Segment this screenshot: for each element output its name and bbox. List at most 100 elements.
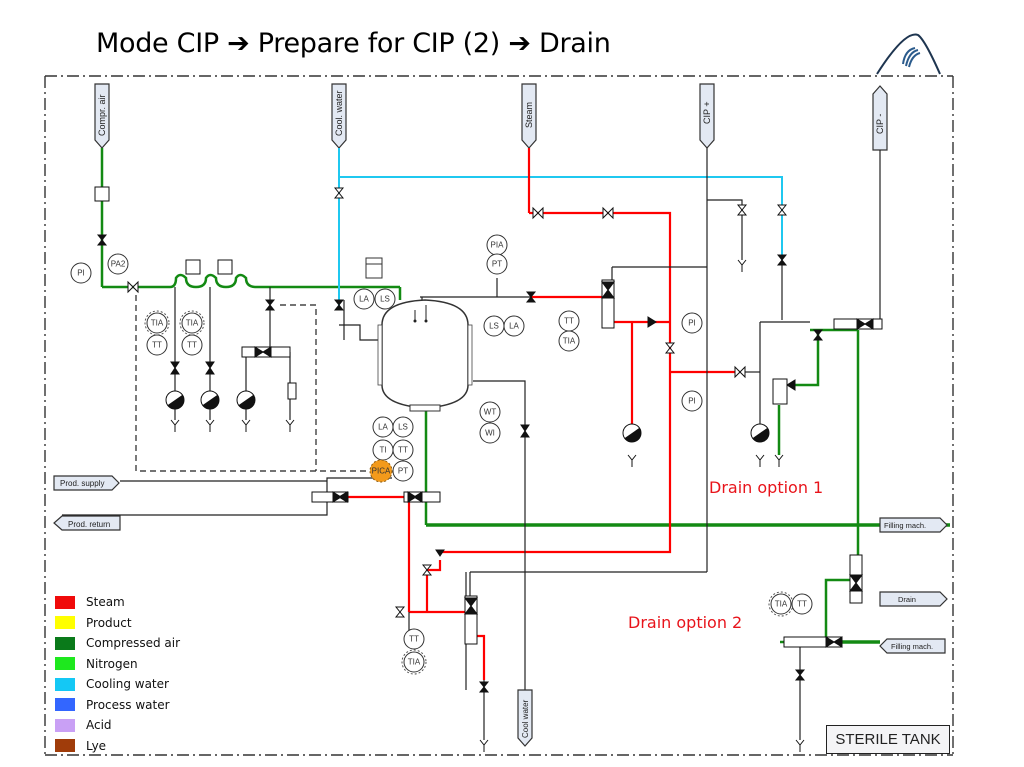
instrument-tia[interactable]: TIA bbox=[179, 310, 205, 336]
connector-cip-minus[interactable]: CIP - bbox=[872, 85, 888, 151]
connector-prod-return[interactable]: Prod. return bbox=[53, 515, 121, 531]
instrument-pt[interactable]: PT bbox=[486, 253, 508, 275]
check-valve-icon[interactable] bbox=[786, 379, 796, 391]
legend-label: Steam bbox=[86, 595, 125, 610]
instrument-pi[interactable]: PI bbox=[681, 312, 703, 334]
legend-item-product: Product bbox=[55, 613, 180, 634]
valve-icon[interactable] bbox=[127, 280, 139, 294]
instrument-tia[interactable]: TIA bbox=[401, 649, 427, 675]
instrument-pia[interactable]: PIA bbox=[486, 234, 508, 256]
legend-swatch bbox=[55, 739, 75, 753]
connector-label: Cool water bbox=[521, 699, 530, 738]
instrument-ls[interactable]: LS bbox=[374, 288, 396, 310]
instrument-pi[interactable]: PI bbox=[70, 262, 92, 284]
legend-swatch bbox=[55, 616, 75, 630]
instrument-tt[interactable]: TT bbox=[403, 628, 425, 650]
valve-icon[interactable] bbox=[264, 299, 276, 311]
instrument-wt[interactable]: WT bbox=[479, 401, 501, 423]
legend-item-nitrogen: Nitrogen bbox=[55, 654, 180, 675]
instrument-tia[interactable]: TIA bbox=[144, 310, 170, 336]
connector-prod-supply[interactable]: Prod. supply bbox=[53, 475, 120, 491]
connector-filling-mach-2[interactable]: Filling mach. bbox=[879, 638, 946, 654]
pump-icon bbox=[622, 423, 642, 443]
instrument-ls[interactable]: LS bbox=[392, 416, 414, 438]
instrument-pt[interactable]: PT bbox=[392, 460, 414, 482]
instrument-tt[interactable]: TT bbox=[392, 439, 414, 461]
svg-text:PI: PI bbox=[77, 269, 85, 278]
valve-icon[interactable] bbox=[532, 206, 544, 220]
legend-swatch bbox=[55, 677, 75, 691]
cooling-water-lines bbox=[338, 148, 783, 310]
valve-icon[interactable] bbox=[96, 234, 108, 246]
legend-item-steam: Steam bbox=[55, 592, 180, 613]
valve-icon[interactable] bbox=[525, 291, 537, 303]
valve-icon[interactable] bbox=[602, 206, 614, 220]
valve-icon[interactable] bbox=[435, 549, 445, 557]
svg-text:TT: TT bbox=[564, 317, 574, 326]
instrument-tia[interactable]: TIA bbox=[768, 591, 794, 617]
valve-icon[interactable] bbox=[794, 669, 806, 681]
connector-drain[interactable]: Drain bbox=[879, 591, 948, 607]
valve-icon[interactable] bbox=[664, 342, 676, 354]
valve-icon[interactable] bbox=[394, 606, 406, 618]
valve-icon[interactable] bbox=[333, 299, 345, 311]
connector-filling-mach-1[interactable]: Filling mach. bbox=[879, 517, 948, 533]
valve-icon[interactable] bbox=[333, 187, 345, 199]
check-valve-icon[interactable] bbox=[647, 316, 657, 328]
instrument-pica-active[interactable]: PICA bbox=[369, 459, 393, 483]
connector-compr-air[interactable]: Compr. air bbox=[94, 83, 110, 149]
legend-item-cooling-water: Cooling water bbox=[55, 674, 180, 695]
valve-icon[interactable] bbox=[478, 681, 490, 693]
regulator-icon bbox=[185, 259, 201, 275]
connector-label: Prod. return bbox=[68, 520, 110, 529]
instrument-pi[interactable]: PI bbox=[681, 390, 703, 412]
instrument-tt[interactable]: TT bbox=[791, 593, 813, 615]
instrument-tt[interactable]: TT bbox=[181, 334, 203, 356]
valve-icon[interactable] bbox=[421, 564, 433, 576]
slide-title: Mode CIP ➔ Prepare for CIP (2) ➔ Drain bbox=[96, 28, 611, 59]
pump-icon bbox=[236, 390, 256, 410]
diagram-name-plate: STERILE TANK bbox=[826, 725, 950, 754]
valve-icon[interactable] bbox=[170, 361, 180, 375]
instrument-tt[interactable]: TT bbox=[558, 310, 580, 332]
connector-cool-water[interactable]: Cool. water bbox=[331, 83, 347, 149]
valve-icon[interactable] bbox=[205, 361, 215, 375]
valve-icon[interactable] bbox=[736, 204, 748, 216]
title-step: Prepare for CIP (2) bbox=[257, 28, 501, 59]
instrument-la[interactable]: LA bbox=[503, 315, 525, 337]
connector-label: Prod. supply bbox=[60, 479, 104, 488]
instrument-pa2[interactable]: PA2 bbox=[107, 253, 129, 275]
instrument-wi[interactable]: WI bbox=[479, 422, 501, 444]
svg-text:TIA: TIA bbox=[563, 337, 576, 346]
pump-icon bbox=[750, 423, 770, 443]
svg-text:LS: LS bbox=[398, 423, 408, 432]
legend-swatch bbox=[55, 636, 75, 650]
legend-label: Cooling water bbox=[86, 677, 169, 692]
legend-swatch bbox=[55, 595, 75, 609]
company-logo bbox=[876, 33, 941, 75]
valve-icon[interactable] bbox=[520, 424, 530, 438]
instrument-la[interactable]: LA bbox=[353, 288, 375, 310]
instrument-tia[interactable]: TIA bbox=[558, 330, 580, 352]
drain-funnels bbox=[170, 259, 805, 752]
svg-text:TIA: TIA bbox=[408, 658, 421, 667]
valve-icon[interactable] bbox=[776, 204, 788, 216]
valve-icon[interactable] bbox=[812, 329, 824, 341]
valve-icon[interactable] bbox=[734, 365, 746, 379]
instrument-la[interactable]: LA bbox=[372, 416, 394, 438]
legend-swatch bbox=[55, 657, 75, 671]
connector-steam[interactable]: Steam bbox=[521, 83, 537, 149]
valve-icon[interactable] bbox=[776, 254, 788, 266]
arrow-right-icon: ➔ bbox=[227, 28, 250, 59]
connector-cool-water-bottom[interactable]: Cool water bbox=[517, 689, 533, 747]
connector-label: Steam bbox=[524, 102, 534, 128]
svg-text:TT: TT bbox=[152, 341, 162, 350]
instrument-tt[interactable]: TT bbox=[146, 334, 168, 356]
drain-option-2-label: Drain option 2 bbox=[628, 613, 742, 632]
instrument-ls[interactable]: LS bbox=[483, 315, 505, 337]
legend-label: Product bbox=[86, 615, 132, 630]
regulator-icon bbox=[217, 259, 233, 275]
connector-cip-plus[interactable]: CIP + bbox=[699, 83, 715, 149]
instrument-ti[interactable]: TI bbox=[372, 439, 394, 461]
